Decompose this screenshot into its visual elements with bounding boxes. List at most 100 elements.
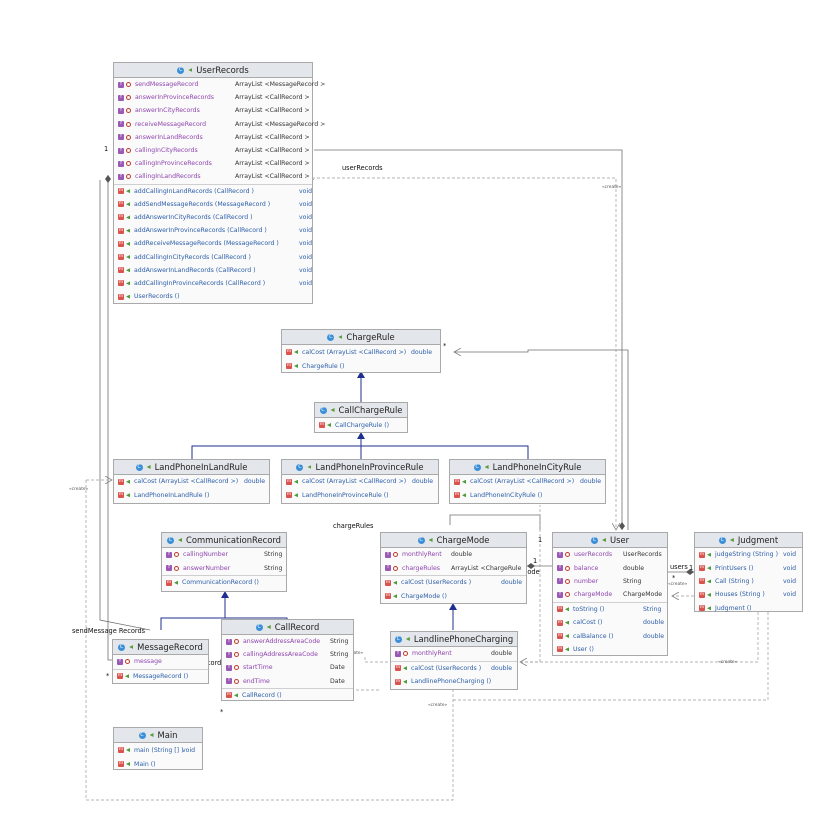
public-icon [178,538,183,542]
class-icon: C [118,643,126,651]
member-type: ArrayList <CallRecord > [235,173,310,181]
public-icon [126,255,130,260]
public-icon [707,566,711,571]
return-type: String [643,605,662,613]
public-icon [126,215,130,220]
multiplicity-1c: 1 [538,536,543,544]
member-name: calCost (ArrayList <CallRecord >) [470,478,575,486]
label-users: users [670,563,688,571]
class-icon: C [167,536,175,544]
stereotype-create-4: «create» [668,582,688,587]
public-icon [174,580,178,585]
return-type: void [783,591,797,599]
public-icon [462,479,466,484]
public-icon [707,579,711,584]
multiplicity-1e: 1 [689,564,694,572]
public-icon [330,408,335,412]
public-icon [294,479,298,484]
public-icon [565,620,569,625]
member-name: message [134,658,162,666]
member-type: Date [330,677,345,685]
method-icon: m [557,606,563,613]
member-name: judgeString (String ) [715,551,778,559]
member-type: double [451,551,473,559]
class-icon: C [590,536,598,544]
